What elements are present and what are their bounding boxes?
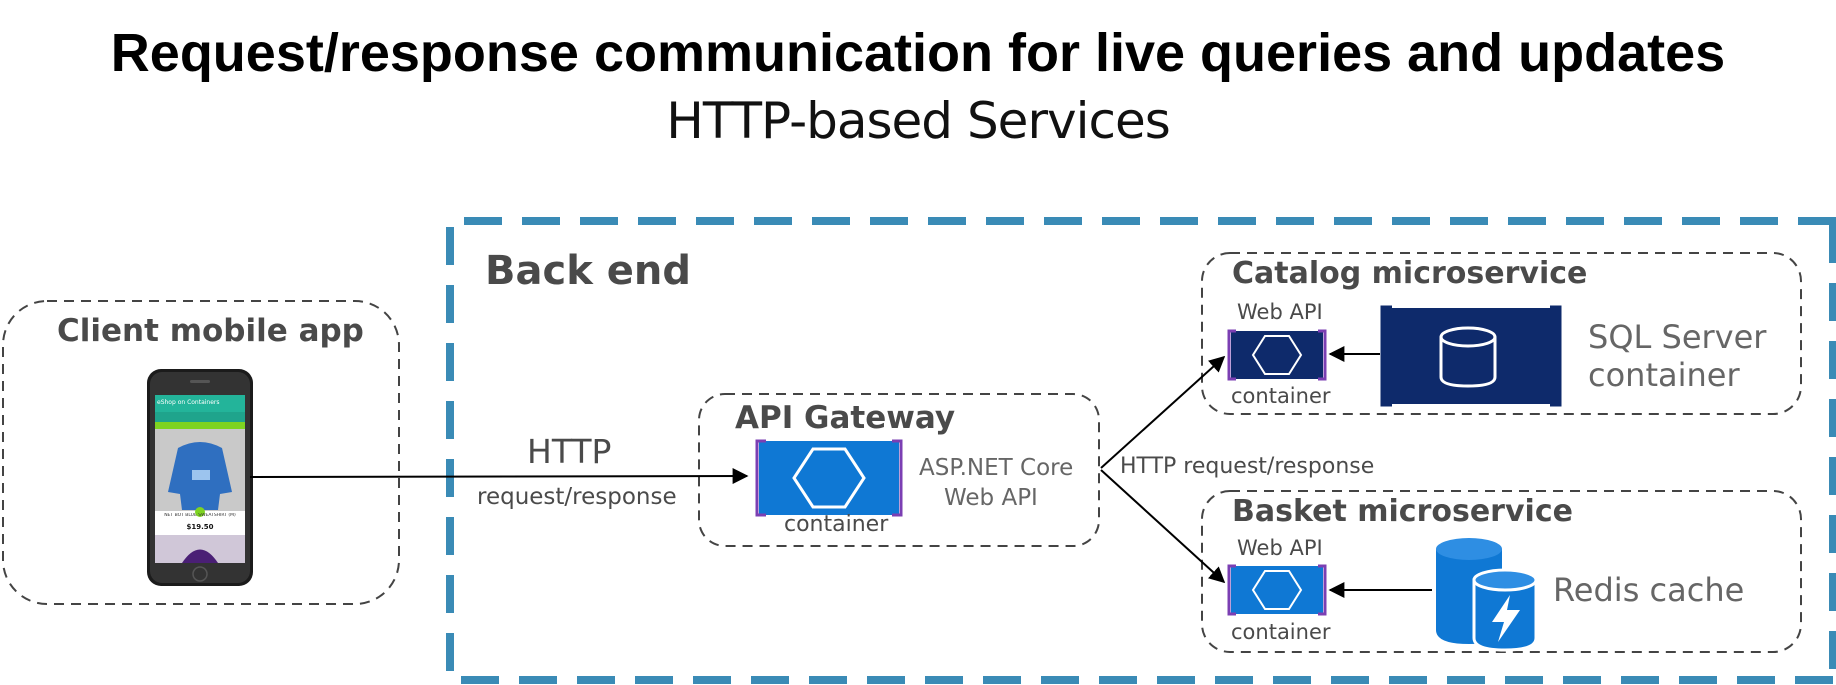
hexagon-icon xyxy=(792,447,866,509)
hexagon-icon xyxy=(1251,570,1303,610)
basket-container-label: container xyxy=(1231,620,1331,644)
catalog-container-label: container xyxy=(1231,384,1331,408)
redis-cache-label: Redis cache xyxy=(1553,571,1745,609)
arrow-gateway-to-basket xyxy=(1100,469,1226,584)
basket-webapi-container xyxy=(1227,564,1327,616)
api-gateway-title: API Gateway xyxy=(735,400,956,436)
services-link-label: HTTP request/response xyxy=(1120,454,1375,479)
basket-title: Basket microservice xyxy=(1232,494,1573,529)
page-subtitle: HTTP-based Services xyxy=(666,92,1171,150)
catalog-webapi-container xyxy=(1227,329,1327,381)
arrow-gateway-to-catalog xyxy=(1100,355,1226,469)
catalog-box xyxy=(1201,252,1802,415)
page-title: Request/response communication for live … xyxy=(110,23,1726,83)
client-box xyxy=(2,300,400,605)
api-gateway-tech-line2: Web API xyxy=(944,485,1038,511)
phone-product-name: NET BOT BLUE SWEATSHIRT (M) xyxy=(164,513,236,518)
api-gateway-box xyxy=(698,393,1100,547)
basket-box xyxy=(1201,490,1802,653)
basket-webapi-label: Web API xyxy=(1237,536,1323,560)
api-gateway-tech-line1: ASP.NET Core xyxy=(919,455,1074,481)
sql-server-container xyxy=(1380,305,1562,407)
api-gateway-container xyxy=(755,439,903,517)
phone-app-title: eShop on Containers xyxy=(157,399,220,406)
catalog-webapi-label: Web API xyxy=(1237,300,1323,324)
phone-price: $19.50 xyxy=(186,523,214,531)
database-cylinder-icon xyxy=(1439,326,1497,388)
client-title: Client mobile app xyxy=(57,313,364,349)
api-gateway-container-label: container xyxy=(784,512,889,537)
catalog-title: Catalog microservice xyxy=(1232,256,1588,291)
http-sublabel: request/response xyxy=(477,484,677,510)
arrow-client-to-gateway xyxy=(249,468,749,485)
smartphone-icon xyxy=(147,369,253,586)
backend-title: Back end xyxy=(485,248,691,294)
sql-server-line1: SQL Server xyxy=(1588,318,1767,356)
hexagon-icon xyxy=(1251,335,1303,375)
http-label: HTTP xyxy=(527,432,612,471)
redis-cache-icon xyxy=(1436,538,1538,652)
sql-server-line2: container xyxy=(1588,356,1740,394)
